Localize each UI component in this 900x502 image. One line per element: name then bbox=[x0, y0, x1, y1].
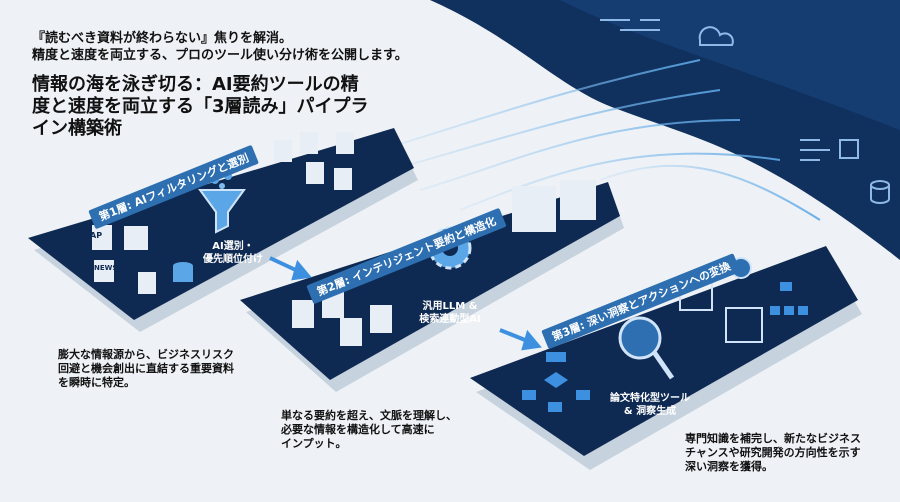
description-line: 必要な情報を構造化して高速に bbox=[281, 423, 435, 436]
caption-line: 汎用LLM & bbox=[422, 301, 478, 312]
subtitle-line: 『読むべき資料が終わらない』焦りを解消。 bbox=[32, 31, 293, 46]
flowchart-icon bbox=[522, 352, 590, 412]
caption-line: 検索連動型AI bbox=[419, 314, 481, 325]
caption-line: AI選別・ bbox=[212, 241, 254, 252]
description-line: 単なる要約を超え、文脈を理解し、 bbox=[281, 409, 457, 422]
subtitle-line: 精度と速度を両立する、プロのツール使い分け術を公開します。 bbox=[32, 48, 408, 63]
brain-magnifier-icon bbox=[618, 316, 675, 380]
description-line: 深い洞察を獲得。 bbox=[685, 460, 773, 473]
source-label-ap: AP bbox=[90, 231, 103, 240]
layer1-caption: AI選別・ 優先順位付け bbox=[188, 240, 278, 266]
caption-line: & 洞察生成 bbox=[623, 406, 677, 417]
layer2-description: 単なる要約を超え、文脈を理解し、 必要な情報を構造化して高速に インプット。 bbox=[281, 409, 457, 451]
layer3-caption: 論文特化型ツール & 洞察生成 bbox=[600, 392, 700, 418]
subtitle: 『読むべき資料が終わらない』焦りを解消。 精度と速度を両立する、プロのツール使い… bbox=[32, 30, 408, 64]
layer3-panel bbox=[470, 246, 858, 456]
layer1-description: 膨大な情報源から、ビジネスリスク 回避と機会創出に直結する重要資料 を瞬時に特定… bbox=[58, 348, 234, 390]
source-label-news: NEWS bbox=[94, 264, 118, 272]
caption-line: 優先順位付け bbox=[203, 254, 263, 265]
description-line: 専門知識を補完し、新たなビジネス bbox=[685, 432, 861, 445]
page-title: 情報の海を泳ぎ切る：AI要約ツールの精度と速度を両立する「3層読み」パイプライン… bbox=[32, 74, 369, 139]
description-line: 回避と機会創出に直結する重要資料 bbox=[58, 362, 234, 375]
description-line: インプット。 bbox=[281, 437, 347, 450]
layer2-caption: 汎用LLM & 検索連動型AI bbox=[405, 300, 495, 326]
caption-line: 論文特化型ツール bbox=[610, 393, 690, 404]
layer3-description: 専門知識を補完し、新たなビジネス チャンスや研究開発の方向性を示す 深い洞察を獲… bbox=[685, 432, 861, 474]
description-line: を瞬時に特定。 bbox=[58, 376, 135, 389]
description-line: 膨大な情報源から、ビジネスリスク bbox=[58, 348, 234, 361]
description-line: チャンスや研究開発の方向性を示す bbox=[685, 446, 861, 459]
document-icons bbox=[92, 132, 596, 346]
